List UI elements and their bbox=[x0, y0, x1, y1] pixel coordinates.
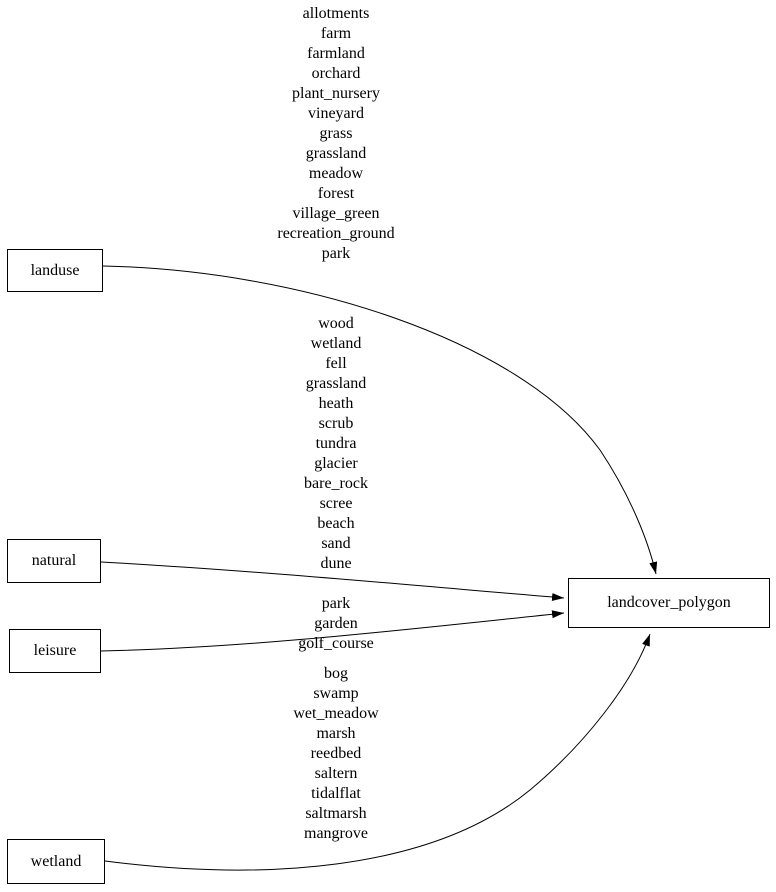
edge-label-landuse-values: allotments farm farmland orchard plant_n… bbox=[277, 5, 395, 262]
node-leisure: leisure bbox=[9, 629, 101, 673]
edge-label-natural-values: wood wetland fell grassland heath scrub … bbox=[304, 315, 368, 572]
node-natural: natural bbox=[7, 539, 101, 583]
node-natural-label: natural bbox=[31, 552, 77, 569]
node-landcover-polygon: landcover_polygon bbox=[568, 578, 770, 628]
node-leisure-label: leisure bbox=[33, 642, 77, 659]
edge-wetland-to-landcover bbox=[104, 633, 651, 871]
node-wetland-label: wetland bbox=[30, 852, 82, 870]
edge-label-leisure-values: park garden golf_course bbox=[298, 595, 374, 652]
node-landuse: landuse bbox=[7, 249, 103, 292]
edge-landuse-to-landcover bbox=[102, 265, 658, 575]
node-landuse-label: landuse bbox=[30, 261, 80, 279]
node-wetland: wetland bbox=[7, 839, 105, 884]
edge-natural-to-landcover bbox=[100, 561, 565, 601]
edge-label-wetland-values: bog swamp wet_meadow marsh reedbed salte… bbox=[293, 665, 379, 842]
edge-leisure-to-landcover bbox=[100, 610, 565, 652]
node-landcover-polygon-label: landcover_polygon bbox=[607, 594, 731, 611]
